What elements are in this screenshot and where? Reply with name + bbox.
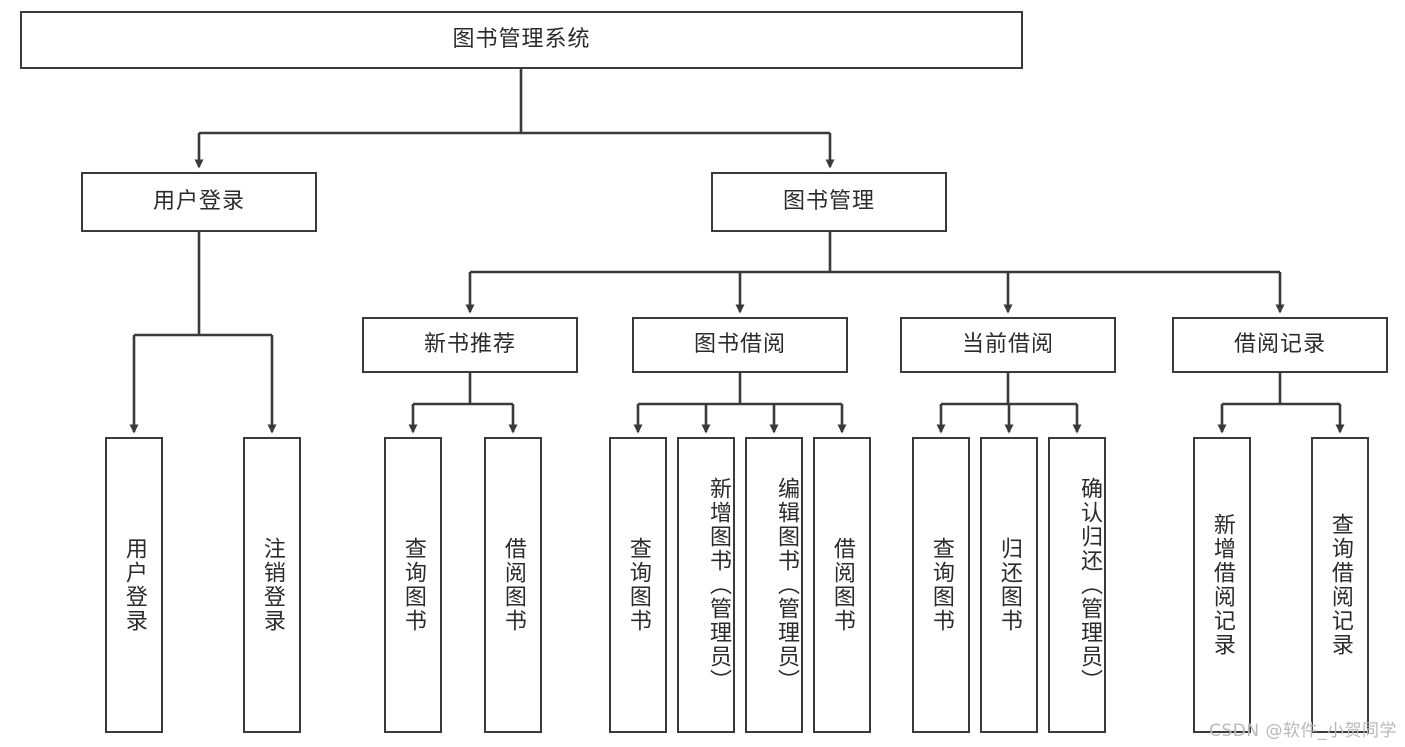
node-new-book-recommend[interactable]: 新书推荐 bbox=[362, 317, 578, 373]
leaf-new-book-borrow[interactable]: 借阅图书 bbox=[484, 437, 542, 733]
leaf-current-borrow-confirm-admin[interactable]: 确认归还（管理员） bbox=[1048, 437, 1106, 733]
node-root-system[interactable]: 图书管理系统 bbox=[20, 11, 1023, 69]
csdn-watermark: CSDN @软件_小贺同学 bbox=[1209, 721, 1397, 741]
leaf-user-login-logout[interactable]: 注销登录 bbox=[243, 437, 301, 733]
leaf-new-book-query[interactable]: 查询图书 bbox=[384, 437, 442, 733]
leaf-user-login-login[interactable]: 用户登录 bbox=[105, 437, 163, 733]
node-borrow-records[interactable]: 借阅记录 bbox=[1172, 317, 1388, 373]
leaf-book-borrow-add-admin[interactable]: 新增图书（管理员） bbox=[677, 437, 735, 733]
leaf-book-borrow-query[interactable]: 查询图书 bbox=[609, 437, 667, 733]
node-book-management[interactable]: 图书管理 bbox=[711, 172, 947, 232]
leaf-book-borrow-borrow[interactable]: 借阅图书 bbox=[813, 437, 871, 733]
node-book-borrow[interactable]: 图书借阅 bbox=[632, 317, 848, 373]
node-user-login[interactable]: 用户登录 bbox=[81, 172, 317, 232]
leaf-current-borrow-query[interactable]: 查询图书 bbox=[912, 437, 970, 733]
node-current-borrow[interactable]: 当前借阅 bbox=[900, 317, 1116, 373]
leaf-current-borrow-return[interactable]: 归还图书 bbox=[980, 437, 1038, 733]
leaf-records-query[interactable]: 查询借阅记录 bbox=[1311, 437, 1369, 733]
leaf-book-borrow-edit-admin[interactable]: 编辑图书（管理员） bbox=[745, 437, 803, 733]
leaf-records-add[interactable]: 新增借阅记录 bbox=[1193, 437, 1251, 733]
